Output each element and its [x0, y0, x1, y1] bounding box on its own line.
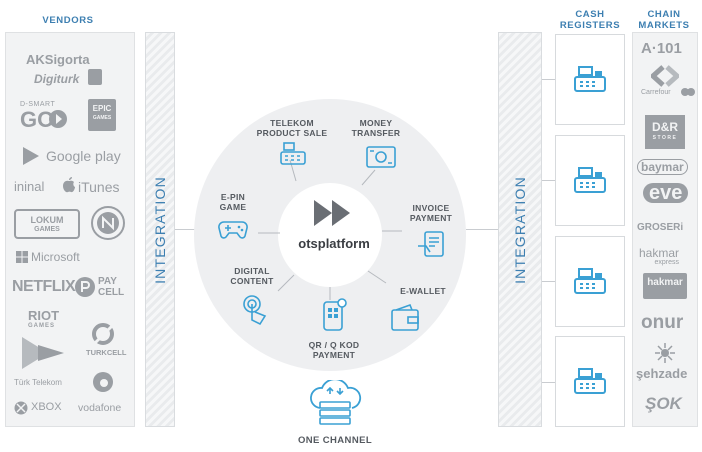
cash-register-box-1	[555, 34, 625, 125]
register-connector-4	[542, 382, 555, 383]
epic-text: EPIC	[92, 104, 112, 113]
turkcell-logo: TURKCELL	[86, 348, 127, 357]
money-transfer-label: MONEY TRANSFER	[351, 118, 401, 138]
wallet-icon	[391, 304, 419, 331]
microsoft-logo: Microsoft	[31, 250, 80, 264]
invoice-payment-label: INVOICE PAYMENT	[409, 203, 453, 223]
invoice-icon	[418, 231, 444, 257]
google-play-logo: Google play	[46, 148, 121, 164]
xbox-logo: XBOX	[31, 401, 62, 413]
turk-telekom-icon	[22, 337, 64, 369]
cash-register-box-3	[555, 236, 625, 327]
sehzade-logo: şehzade	[636, 366, 688, 381]
telekom-product-sale-label: TELEKOM PRODUCT SALE	[256, 118, 328, 138]
epic-sub-text: GAMES	[92, 115, 112, 121]
dr-store-logo: D&R STORE	[645, 115, 685, 149]
register-connector-1	[542, 79, 555, 80]
lokum-sub-text: GAMES	[34, 226, 60, 233]
eve-logo: eve	[643, 183, 689, 203]
carrefour-icon	[651, 65, 679, 87]
hakmar-logo: hakmar	[643, 273, 687, 299]
sok-logo: ŞOK	[645, 394, 682, 413]
paycell-icon	[75, 277, 95, 297]
chain-markets-header: CHAIN MARKETS	[638, 9, 690, 31]
cloud-server-icon	[310, 380, 362, 425]
cash-register-icon	[574, 66, 606, 92]
hakmar-text: hakmar	[639, 246, 680, 260]
digiturk-logo: Digiturk	[34, 72, 80, 86]
riot-games-logo: RIOT GAMES	[28, 309, 59, 329]
left-integration-bar	[145, 32, 175, 427]
otsplatform-logo-icon	[314, 200, 350, 226]
paycell-logo: PAY CELL	[98, 276, 125, 298]
hakmar2-text: hakmar	[647, 277, 683, 288]
register-connector-3	[542, 281, 555, 282]
cash-register-service-icon	[280, 142, 306, 165]
apple-icon	[63, 177, 75, 193]
carrefour-sa-icon	[681, 88, 695, 96]
riot-text: RIOT	[28, 308, 60, 323]
one-channel-label: ONE CHANNEL	[297, 435, 373, 446]
cash-registers-header: CASH REGISTERS	[559, 9, 621, 31]
qr-payment-label: QR / Q KOD PAYMENT	[308, 340, 360, 360]
vendors-header: VENDORS	[42, 15, 94, 26]
vendors-panel: AKSigorta Digiturk D-SMART GO EPIC GAMES…	[5, 32, 135, 427]
go-logo: GO	[20, 107, 55, 132]
platform-ring	[194, 99, 466, 371]
hakmar-express-logo: hakmar express	[639, 247, 679, 266]
left-integration-label: INTEGRATION	[152, 176, 168, 284]
vodafone-icon	[93, 372, 113, 392]
right-integration-label: INTEGRATION	[512, 176, 528, 284]
e-wallet-label: E-WALLET	[400, 286, 446, 296]
cash-register-box-2	[555, 135, 625, 226]
baymar-logo: baymar	[637, 159, 688, 175]
brand-name: otsplatform	[298, 236, 370, 251]
sehzade-emblem-icon	[655, 343, 675, 363]
carrefour-logo: Carrefour	[641, 89, 671, 96]
lokum-text: LOKUM	[30, 215, 64, 225]
left-connector	[175, 229, 200, 230]
chain-markets-panel: A·101 Carrefour D&R STORE baymar eve GRO…	[632, 32, 698, 427]
dr-text: D&R	[652, 120, 678, 134]
vodafone-logo: vodafone	[78, 402, 122, 414]
money-transfer-icon	[366, 146, 396, 168]
lokum-games-logo: LOKUM GAMES	[14, 209, 80, 239]
xbox-icon	[14, 401, 28, 415]
hakmar-sub-text: express	[654, 259, 680, 266]
a101-logo: A·101	[641, 40, 682, 57]
dr-sub-text: STORE	[652, 135, 678, 141]
riot-sub-text: GAMES	[28, 323, 56, 329]
turk-telekom-logo: Türk Telekom	[14, 378, 62, 387]
turkcell-icon	[92, 323, 114, 345]
cash-register-box-4	[555, 336, 625, 427]
epic-games-logo: EPIC GAMES	[88, 99, 116, 131]
groseri-logo: GROSERi	[637, 222, 684, 233]
aksigorta-logo: AKSigorta	[26, 52, 90, 67]
dsmart-logo: D-SMART	[20, 101, 56, 108]
play-circle-icon	[49, 110, 67, 128]
right-integration-bar	[498, 32, 542, 427]
microsoft-icon	[16, 251, 28, 263]
touch-icon	[243, 295, 267, 326]
epin-game-label: E-PIN GAME	[219, 192, 247, 212]
itunes-logo: iTunes	[78, 179, 120, 195]
digital-content-label: DIGITAL CONTENT	[230, 266, 274, 286]
right-connector	[466, 229, 498, 230]
netflix-logo: NETFLIX	[12, 278, 76, 295]
register-connector-2	[542, 180, 555, 181]
blutv-icon	[88, 69, 102, 85]
gamepad-icon	[218, 221, 248, 239]
cash-register-icon	[574, 368, 606, 394]
ininal-logo: ininal	[14, 179, 45, 194]
cash-register-icon	[574, 268, 606, 294]
qr-phone-icon	[323, 298, 347, 331]
onur-logo: onur	[641, 312, 684, 333]
cash-register-icon	[574, 167, 606, 193]
google-play-icon	[23, 147, 39, 165]
badge-logo-icon	[91, 206, 125, 240]
